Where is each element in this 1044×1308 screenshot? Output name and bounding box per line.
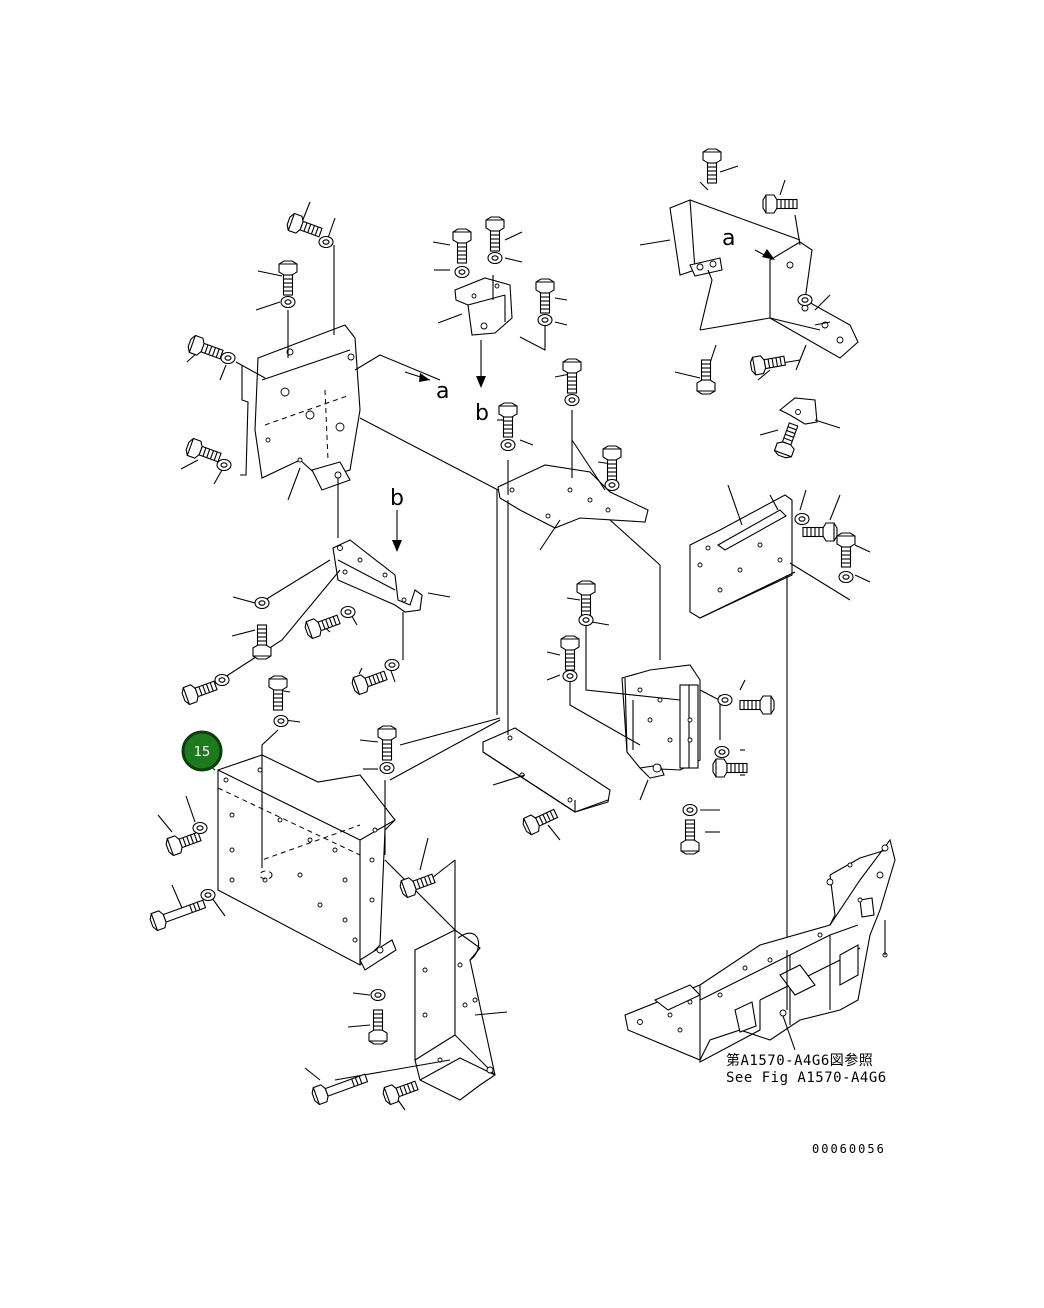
note-english: See Fig A1570-A4G6: [726, 1070, 887, 1086]
center-left-bracket: b: [204, 478, 451, 691]
callout-badge-15[interactable]: 15: [181, 730, 223, 772]
ref-letter-a-left: a: [436, 379, 449, 404]
top-center-bracket: b: [432, 231, 568, 426]
drawing-number: 00060056: [812, 1142, 886, 1156]
note-japanese: 第A1570-A4G6図参照: [726, 1052, 873, 1069]
upper-left-bracket-plate: [254, 324, 361, 491]
callout-number: 15: [194, 745, 211, 760]
ref-letter-b-top: b: [475, 401, 489, 426]
center-tray: [389, 490, 611, 841]
fasteners-center-left: [179, 596, 400, 707]
center-flat-plate: [497, 373, 661, 660]
center-right-bracket: [546, 597, 746, 833]
cross-reference-note: 第A1570-A4G6図参照 See Fig A1570-A4G6: [726, 1052, 887, 1086]
reference-arrow-a-left: a: [404, 371, 449, 404]
top-right-brackets: a: [639, 165, 859, 436]
lower-center-bracket: [304, 837, 508, 1111]
main-frame: [624, 838, 896, 1063]
ref-letter-a-top: a: [722, 226, 735, 251]
right-tall-plate: [689, 484, 871, 950]
leader-lines-top-left: [180, 201, 499, 501]
left-large-panel: [157, 689, 397, 1028]
ref-letter-b-mid: b: [390, 486, 404, 511]
